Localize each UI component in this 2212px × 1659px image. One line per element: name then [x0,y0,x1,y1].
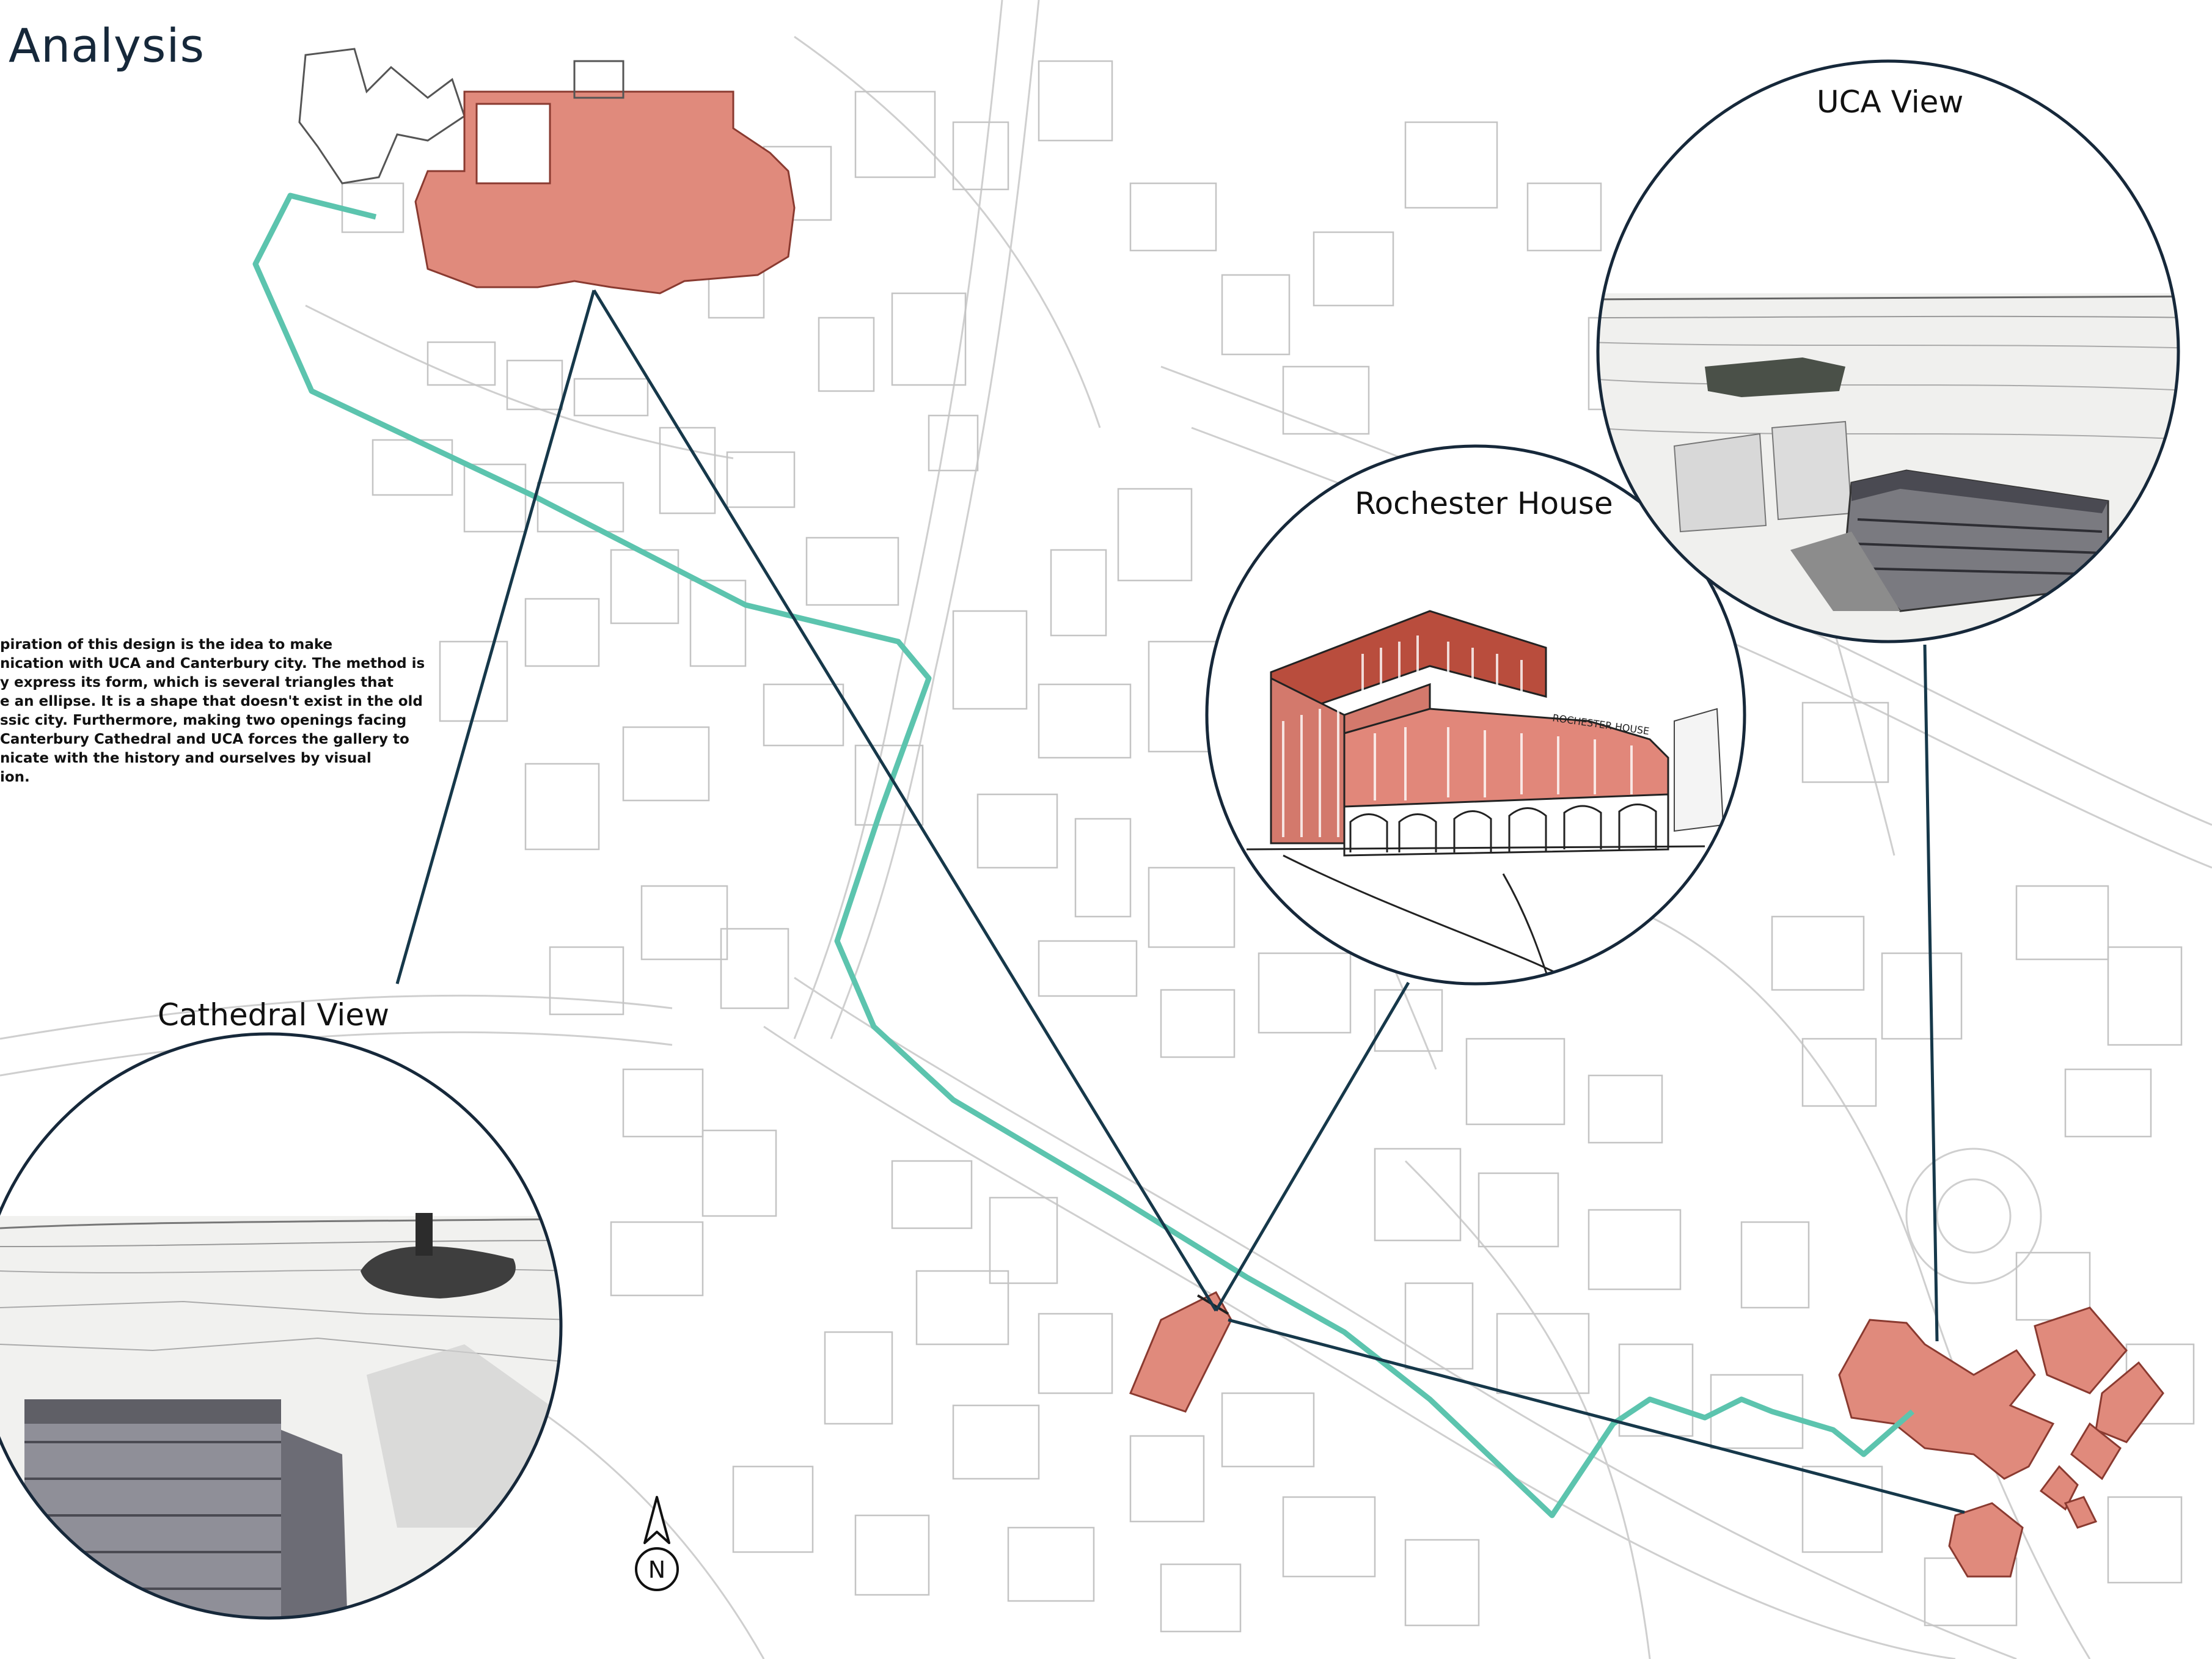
north-arrow-icon: N [635,1496,679,1591]
rochester-house-drawing: ROCHESTER HOUSE [1246,610,1724,984]
description-line: piration of this design is the idea to m… [0,637,333,653]
description-line: Canterbury Cathedral and UCA forces the … [0,731,409,747]
cathedral-view-label: Cathedral View [158,997,389,1033]
rochester-house-label: Rochester House [1355,486,1613,521]
description-line: ssic city. Furthermore, making two openi… [0,712,407,728]
description-line: e an ellipse. It is a shape that doesn't… [0,694,423,709]
page-title: Analysis [9,18,205,73]
description-line: y express its form, which is several tri… [0,675,394,690]
walking-route-line [252,192,1914,1518]
description-line: ion. [0,769,30,785]
design-description: piration of this design is the idea to m… [0,635,425,787]
uca-view-label: UCA View [1817,84,1964,120]
description-line: nicate with the history and ourselves by… [0,750,372,766]
uca-campus-buildings [1838,1306,2164,1578]
cathedral-view-circle [0,1032,563,1620]
rochester-house-circle: ROCHESTER HOUSE [1205,444,1746,986]
cathedral-footprint [298,48,796,295]
map-building-footprints [341,60,2195,1633]
cathedral-view-image [0,1213,561,1618]
description-line: nication with UCA and Canterbury city. T… [0,656,425,672]
sight-lines [395,289,1965,1514]
north-arrow-label: N [648,1556,665,1583]
